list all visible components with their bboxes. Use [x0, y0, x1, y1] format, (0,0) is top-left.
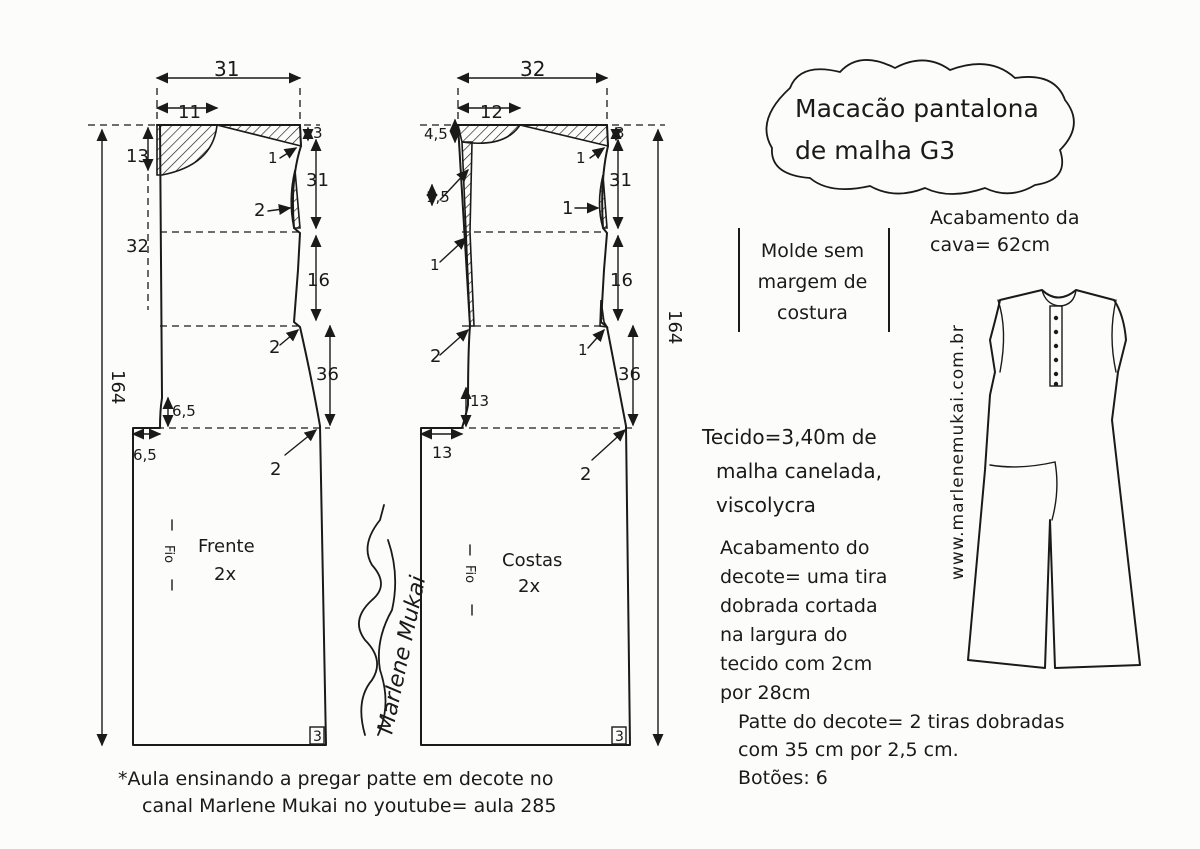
placket-line-1: Patte do decote= 2 tiras dobradas [738, 711, 1065, 733]
back-qty: 2x [518, 576, 540, 597]
back-hip: 36 [618, 364, 641, 385]
front-neck-width: 11 [178, 102, 201, 123]
back-crotch-depth: 13 [470, 392, 489, 410]
back-armhole: 31 [609, 170, 632, 191]
website-url: www.marlenemukai.com.br [948, 324, 968, 580]
placket-line-2: com 35 cm por 2,5 cm. [738, 739, 959, 761]
front-neck-depth: 13 [126, 146, 149, 167]
back-width: 32 [520, 57, 545, 81]
back-total-length: 164 [664, 310, 685, 344]
fabric-line-1: Tecido=3,40m de [702, 425, 877, 449]
front-neckline-hatch [156, 124, 218, 176]
signature-text: Marlene Mukai [373, 574, 431, 737]
back-hip-hatch [599, 299, 609, 329]
front-width: 31 [214, 57, 239, 81]
seam-allowance-box [738, 228, 890, 332]
back-side-hatch [598, 174, 608, 229]
back-neck-width: 12 [480, 102, 503, 123]
front-dev2: 2 [269, 337, 280, 358]
fabric-line-3: viscolycra [716, 493, 816, 517]
back-bust-curve: 1 [562, 198, 573, 219]
back-waist: 16 [610, 270, 633, 291]
front-qty: 2x [214, 564, 236, 585]
back-dev3: 2 [430, 346, 441, 367]
neck-finish-line-4: na largura do [720, 624, 848, 646]
front-shoulder-hatch [216, 124, 302, 148]
back-shoulder-drop: 3 [615, 124, 625, 142]
neck-finish-line-1: Acabamento do [720, 537, 870, 559]
placket-note: Patte do decote= 2 tiras dobradas com 35… [738, 708, 1065, 792]
back-grain: Fio [462, 565, 477, 583]
neck-finish-note: Acabamento do decote= uma tira dobrada c… [720, 534, 887, 708]
back-dev4: 2 [580, 464, 591, 485]
neck-finish-line-3: dobrada cortada [720, 595, 878, 617]
jumpsuit-waist-fold [989, 461, 1056, 468]
front-shoulder-drop: 3 [313, 124, 323, 142]
jumpsuit-outline [967, 289, 1141, 669]
jumpsuit-illustration [967, 289, 1141, 669]
front-crotch-depth: 6,5 [172, 402, 196, 420]
front-body-len: 32 [126, 236, 149, 257]
front-grain: Fio [161, 545, 176, 563]
front-hip: 36 [316, 364, 339, 385]
front-total-length: 164 [107, 370, 128, 404]
back-shoulder-hatch [519, 124, 609, 148]
armhole-finish-note: Acabamento da cava= 62cm [930, 207, 1080, 256]
signature [358, 504, 397, 736]
front-piece-label: Frente [198, 536, 255, 557]
footer-note: *Aula ensinando a pregar patte em decote… [118, 766, 556, 820]
neck-finish-line-5: tecido com 2cm [720, 653, 873, 675]
front-dev1: 1 [268, 149, 278, 167]
front-hem: 3 [313, 729, 322, 745]
footer-line-2: canal Marlene Mukai no youtube= aula 285 [142, 795, 557, 817]
seam-allowance-note: Molde sem margem de costura [757, 240, 868, 324]
back-outline [420, 124, 631, 746]
back-neck-depth: 4,5 [424, 125, 448, 143]
front-crotch-width: 6,5 [133, 446, 157, 464]
back-dev1: 1 [576, 149, 586, 167]
footer-line-1: *Aula ensinando a pregar patte em decote… [118, 768, 554, 790]
front-dev3: 2 [270, 459, 281, 480]
front-pattern-piece [88, 72, 336, 747]
back-pattern-piece [419, 72, 665, 747]
fabric-note: Tecido=3,40m de malha canelada, viscolyc… [702, 420, 882, 522]
fabric-line-2: malha canelada, [716, 459, 882, 483]
back-crotch-width: 13 [432, 443, 452, 462]
title-cloud [765, 59, 1075, 195]
front-waist: 16 [307, 270, 330, 291]
neck-finish-line-6: por 28cm [720, 682, 811, 704]
back-dev5: 1 [578, 341, 588, 359]
front-armhole: 31 [306, 170, 329, 191]
front-side-hatch [290, 169, 301, 229]
back-dev2: 1 [430, 256, 440, 274]
back-hem: 3 [615, 729, 624, 745]
page-title: Macacão pantalona de malha G3 [795, 94, 1039, 165]
front-bust-curve: 2 [254, 200, 265, 221]
back-neckline-hatch [456, 124, 522, 145]
back-piece-label: Costas [502, 550, 562, 571]
neck-finish-line-2: decote= uma tira [720, 566, 888, 588]
back-center-in: 1,5 [426, 188, 450, 206]
buttons-note: Botões: 6 [738, 767, 828, 789]
